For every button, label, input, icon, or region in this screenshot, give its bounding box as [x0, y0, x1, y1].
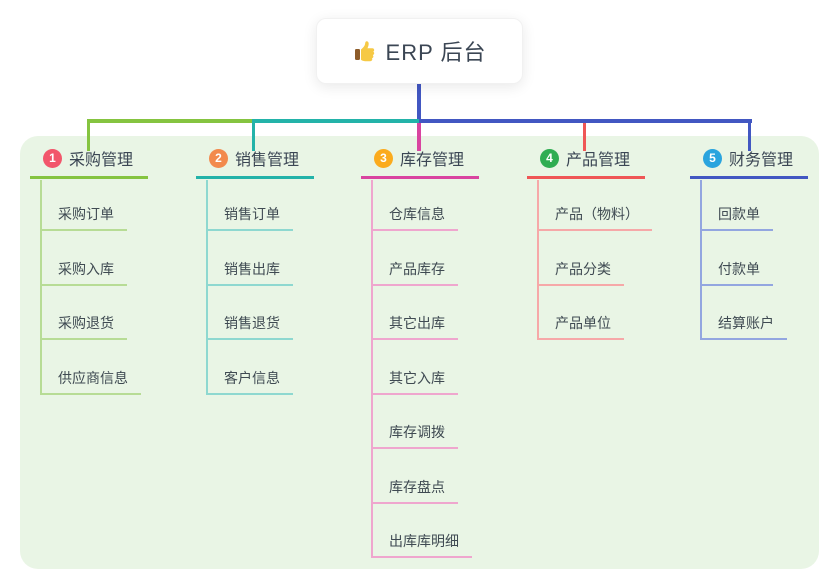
child-node[interactable]: 产品分类: [539, 231, 624, 286]
child-node-label: 销售出库: [224, 260, 280, 277]
branch-node-label: 产品管理: [566, 152, 631, 169]
branch-drop-line: [417, 119, 421, 151]
child-node[interactable]: 其它出库: [373, 286, 458, 340]
branch-children-group: 采购订单采购入库采购退货供应商信息: [40, 179, 141, 395]
child-node-label: 供应商信息: [58, 369, 128, 386]
child-node-label: 采购入库: [58, 260, 114, 277]
child-node[interactable]: 回款单: [702, 180, 773, 231]
child-node-label: 其它入库: [389, 369, 445, 386]
child-node-label: 库存盘点: [389, 478, 445, 495]
child-node-label: 产品分类: [555, 260, 611, 277]
child-node-label: 产品（物料）: [555, 206, 639, 222]
child-node-label: 销售退货: [224, 315, 280, 331]
branch-number-badge: 5: [703, 148, 722, 168]
child-node-label: 采购退货: [58, 315, 114, 331]
child-node[interactable]: 销售订单: [208, 180, 293, 231]
child-node[interactable]: 采购入库: [42, 231, 127, 286]
branch-number-badge: 3: [374, 148, 393, 168]
child-node-label: 客户信息: [224, 369, 280, 386]
child-node[interactable]: 其它入库: [373, 340, 458, 395]
child-node-label: 采购订单: [58, 206, 114, 222]
child-node-label: 产品库存: [389, 260, 445, 277]
branch-node-4[interactable]: 4 产品管理: [527, 146, 645, 179]
branch-children-group: 销售订单销售出库销售退货客户信息: [206, 179, 293, 395]
branch-node-2[interactable]: 2 销售管理: [196, 146, 314, 179]
child-node-label: 产品单位: [555, 315, 611, 331]
child-node-label: 库存调拨: [389, 424, 445, 440]
child-node[interactable]: 结算账户: [702, 286, 787, 340]
child-node[interactable]: 库存调拨: [373, 395, 458, 449]
branch-children-group: 仓库信息产品库存其它出库其它入库库存调拨库存盘点出库库明细: [371, 179, 472, 558]
branch-drop-line: [251, 119, 256, 151]
child-node[interactable]: 付款单: [702, 231, 773, 286]
branch-node-label: 库存管理: [400, 152, 465, 169]
child-node-label: 其它出库: [389, 315, 445, 331]
root-node-label: ERP 后台: [385, 40, 487, 65]
child-node[interactable]: 库存盘点: [373, 449, 458, 504]
child-node-label: 结算账户: [718, 315, 774, 331]
child-node-label: 回款单: [718, 206, 760, 222]
child-node-label: 付款单: [718, 260, 760, 277]
child-node[interactable]: 销售出库: [208, 231, 293, 286]
child-node[interactable]: 出库库明细: [373, 504, 472, 558]
branch-node-label: 财务管理: [729, 152, 794, 169]
branch-drop-line: [747, 119, 751, 151]
branch-number-badge: 2: [209, 148, 228, 168]
branch-number-badge: 4: [540, 148, 559, 168]
branch-node-label: 销售管理: [235, 152, 300, 169]
child-node[interactable]: 产品（物料）: [539, 180, 652, 231]
child-node[interactable]: 供应商信息: [42, 340, 141, 395]
branches-background-panel: [20, 136, 819, 569]
branch-children-group: 产品（物料） 产品分类产品单位: [537, 179, 652, 340]
child-node[interactable]: 产品库存: [373, 231, 458, 286]
thumbs-up-icon: [353, 39, 377, 63]
bus-segment-line: [418, 119, 752, 123]
child-node[interactable]: 销售退货: [208, 286, 293, 340]
child-node-label: 出库库明细: [389, 533, 459, 549]
child-node[interactable]: 采购退货: [42, 286, 127, 340]
bus-segment-line: [252, 119, 419, 123]
branch-children-group: 回款单付款单结算账户: [700, 179, 787, 340]
branch-drop-line: [86, 119, 90, 151]
branch-node-5[interactable]: 5 财务管理: [690, 146, 808, 179]
child-node[interactable]: 客户信息: [208, 340, 293, 395]
root-node[interactable]: ERP 后台: [316, 18, 523, 84]
branch-node-label: 采购管理: [69, 152, 134, 169]
branch-node-1[interactable]: 1 采购管理: [30, 146, 148, 179]
child-node[interactable]: 仓库信息: [373, 180, 458, 231]
child-node[interactable]: 采购订单: [42, 180, 127, 231]
bus-segment-line: [86, 119, 254, 123]
branch-node-3[interactable]: 3 库存管理: [361, 146, 479, 179]
branch-drop-line: [582, 119, 586, 151]
child-node[interactable]: 产品单位: [539, 286, 624, 340]
branch-number-badge: 1: [43, 148, 62, 168]
child-node-label: 销售订单: [224, 206, 280, 222]
root-stem-line: [417, 83, 421, 123]
child-node-label: 仓库信息: [389, 206, 445, 222]
